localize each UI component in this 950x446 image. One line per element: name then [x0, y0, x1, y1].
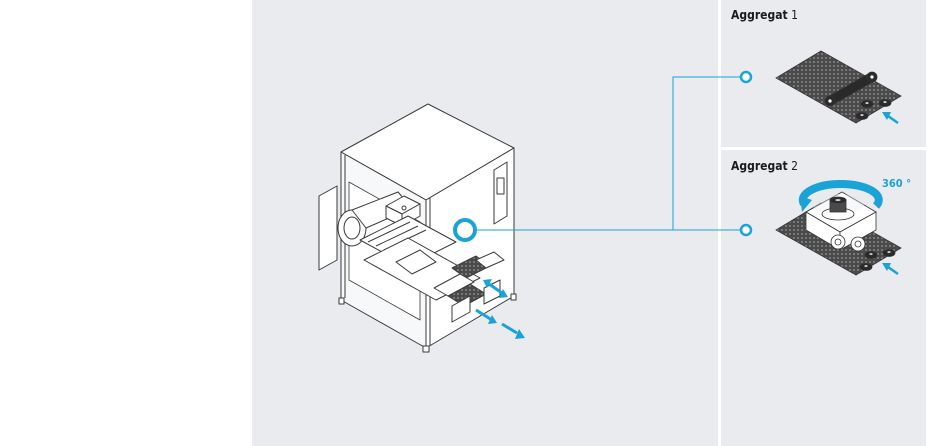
rotation-label: 360 ° [882, 177, 912, 190]
right-margin [926, 0, 950, 446]
head-unit-icon [821, 196, 855, 221]
aggregat-1-hotspot-icon[interactable] [739, 70, 753, 84]
connector-lines [475, 76, 740, 231]
aggregat-1-label: Aggregat [731, 8, 788, 22]
aggregat-1-number: 1 [791, 8, 798, 22]
machine-illustration [318, 103, 517, 353]
aggregat-2-number: 2 [791, 159, 798, 173]
aggregat-1-arrow-icon [882, 112, 899, 125]
double-arrow-icon [483, 279, 508, 298]
machine-arrows [475, 279, 525, 339]
aggregat-2-hotspot-icon[interactable] [739, 223, 753, 237]
aggregat-1-title: Aggregat 1 [731, 8, 798, 22]
aggregat-2-label: Aggregat [731, 159, 788, 173]
rotating-head-icon [775, 191, 902, 276]
conveyor-belt-icon [775, 50, 902, 124]
arrow-icon [475, 308, 525, 339]
aggregat-2-title: Aggregat 2 [731, 159, 798, 173]
aggregat-2-panel [721, 150, 926, 446]
aggregat-2-arrow-icon [882, 263, 899, 276]
vertical-divider [718, 0, 721, 446]
horizontal-divider [721, 147, 926, 150]
machine-hotspot-icon[interactable] [453, 218, 477, 242]
